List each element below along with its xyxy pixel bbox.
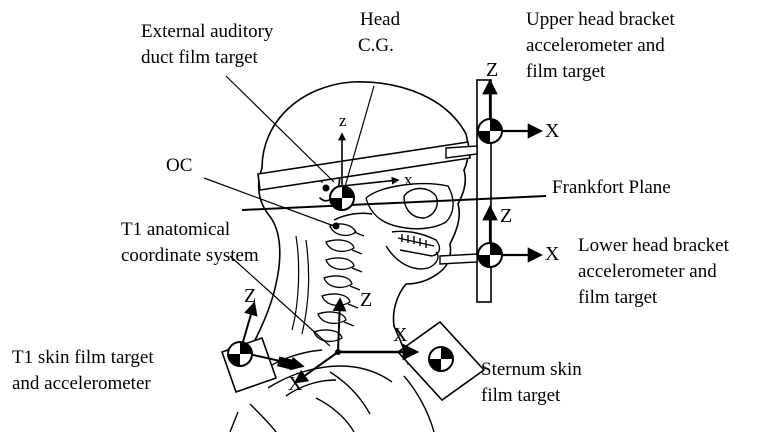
lower-bracket-label-line1: Lower head bracket (578, 234, 729, 257)
t1-skin-z-axis-label: Z (244, 286, 256, 306)
head-cg-film-target (330, 186, 354, 210)
head-cg-x-axis-label: x (404, 171, 413, 188)
upper-bracket-label-line1: Upper head bracket (526, 8, 675, 31)
t1-skin-label-line1: T1 skin film target (12, 346, 154, 369)
lower-bracket-x-axis-label: X (545, 244, 559, 264)
t1-origin-point (335, 349, 341, 355)
upper-bracket-film-target (478, 119, 502, 143)
ear-canal-point (323, 185, 330, 192)
leader-external-auditory (226, 76, 334, 182)
skull-maxilla (392, 231, 439, 256)
lower-bracket-film-target (478, 243, 502, 267)
external-auditory-label-line2: duct film target (141, 46, 258, 69)
sternum-film-target (429, 347, 453, 371)
oc-point (333, 223, 340, 230)
upper-bracket-z-axis-label: Z (486, 60, 498, 80)
head-band (258, 142, 470, 190)
upper-bracket-x-axis-label: X (545, 121, 559, 141)
skull-mandible (386, 246, 438, 269)
lower-bracket-arm (440, 254, 477, 264)
t1-anatomical-label-line2: coordinate system (121, 244, 259, 267)
sternum-label-line1: Sternum skin (481, 358, 582, 381)
head-cg-label-line2: C.G. (358, 34, 394, 57)
face-outline (394, 170, 466, 326)
frankfort-plane-label: Frankfort Plane (552, 176, 671, 199)
external-auditory-label-line1: External auditory (141, 20, 273, 43)
upper-bracket-label-line2: accelerometer and (526, 34, 665, 57)
lower-bracket-label-line3: film target (578, 286, 657, 309)
head-cg-label-line1: Head (360, 8, 400, 31)
head-cg-z-axis-label: z (339, 112, 347, 129)
sternum-label-line2: film target (481, 384, 560, 407)
t1-skin-x-axis-label: X (288, 374, 302, 394)
t1-anatomical-z-axis-label: Z (360, 290, 372, 310)
lower-bracket-label-line2: accelerometer and (578, 260, 717, 283)
t1-skin-label-line2: and accelerometer (12, 372, 151, 395)
skull-occipital (334, 213, 372, 220)
lower-bracket-z-axis-label: Z (500, 206, 512, 226)
t1-skin-film-target (228, 342, 252, 366)
t1-anatomical-label-line1: T1 anatomical (121, 218, 230, 241)
t1-anatomical-x-axis-label: X (393, 325, 407, 345)
oc-label: OC (166, 154, 192, 177)
upper-bracket-label-line3: film target (526, 60, 605, 83)
upper-bracket-arm (446, 146, 477, 158)
